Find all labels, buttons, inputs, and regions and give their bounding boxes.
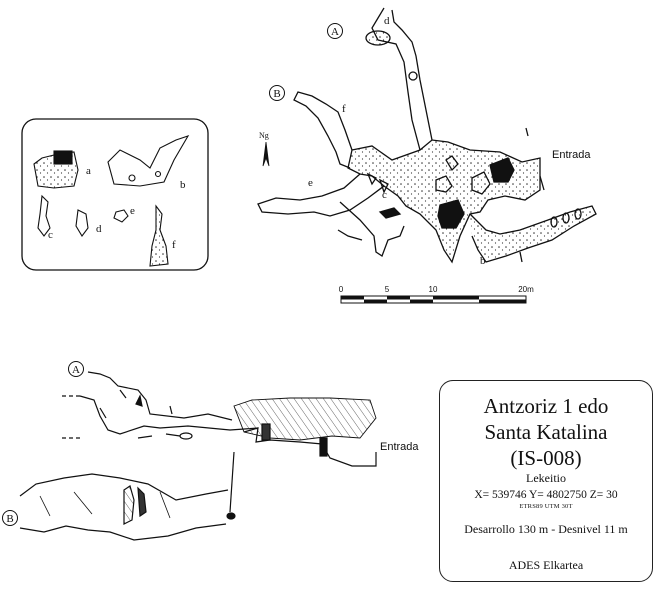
- stalagmite: [123, 485, 135, 525]
- scale-tick-10: 10: [429, 285, 438, 294]
- profile-a: [62, 361, 377, 467]
- scale-tick-0: 0: [339, 285, 344, 294]
- plan-label-b: B: [273, 88, 280, 100]
- cave-code: (IS-008): [510, 446, 582, 470]
- cave-credit: ADES Elkartea: [508, 558, 584, 572]
- plan-entrance-label: Entrada: [552, 149, 591, 161]
- passage-b: [469, 205, 597, 263]
- scale-tick-20: 20m: [518, 285, 534, 294]
- cave-metrics: Desarrollo 130 m - Desnivel 11 m: [464, 522, 628, 536]
- north-label: Ng: [259, 131, 269, 140]
- profile-label-b: B: [6, 513, 13, 525]
- scale-tick-5: 5: [385, 285, 390, 294]
- cave-datum: ETRS89 UTM 30T: [519, 503, 573, 510]
- passage-letter-e: e: [308, 177, 313, 189]
- section-label-c: c: [48, 229, 53, 241]
- sections-inset: a b c d e f: [21, 118, 209, 271]
- plan-labels: A B Entrada Ng d f e c b: [259, 15, 591, 267]
- passage-a: [371, 7, 433, 151]
- profile-b: [2, 451, 236, 541]
- profile-label-a: A: [72, 364, 80, 376]
- cave-plan: [257, 7, 597, 264]
- scale-bar: 0 5 10 20m: [339, 285, 534, 304]
- section-label-f: f: [172, 239, 176, 251]
- overburden: [233, 397, 377, 441]
- passage-letter-d: d: [384, 15, 390, 27]
- section-label-b: b: [180, 179, 186, 191]
- profile-entrance-label: Entrada: [380, 441, 419, 453]
- cave-title-line2: Santa Katalina: [484, 420, 608, 444]
- passage-letter-c: c: [382, 189, 387, 201]
- section-label-e: e: [130, 205, 135, 217]
- boulder: [489, 157, 515, 183]
- plan-label-a: A: [331, 26, 339, 38]
- pit-a: [365, 30, 391, 46]
- boulder: [437, 199, 465, 229]
- section-label-d: d: [96, 223, 102, 235]
- cave-coordinates: X= 539746 Y= 4802750 Z= 30: [474, 489, 618, 501]
- info-box: Antzoriz 1 edo Santa Katalina (IS-008) L…: [439, 380, 653, 582]
- cave-title-line1: Antzoriz 1 edo: [483, 394, 609, 418]
- cave-locality: Lekeitio: [526, 471, 566, 485]
- passage-f: [293, 91, 353, 169]
- passage-letter-f: f: [342, 103, 346, 115]
- passage-letter-b: b: [480, 255, 486, 267]
- passage-e: [257, 173, 385, 217]
- north-arrow-icon: [262, 141, 270, 167]
- section-label-a: a: [86, 165, 91, 177]
